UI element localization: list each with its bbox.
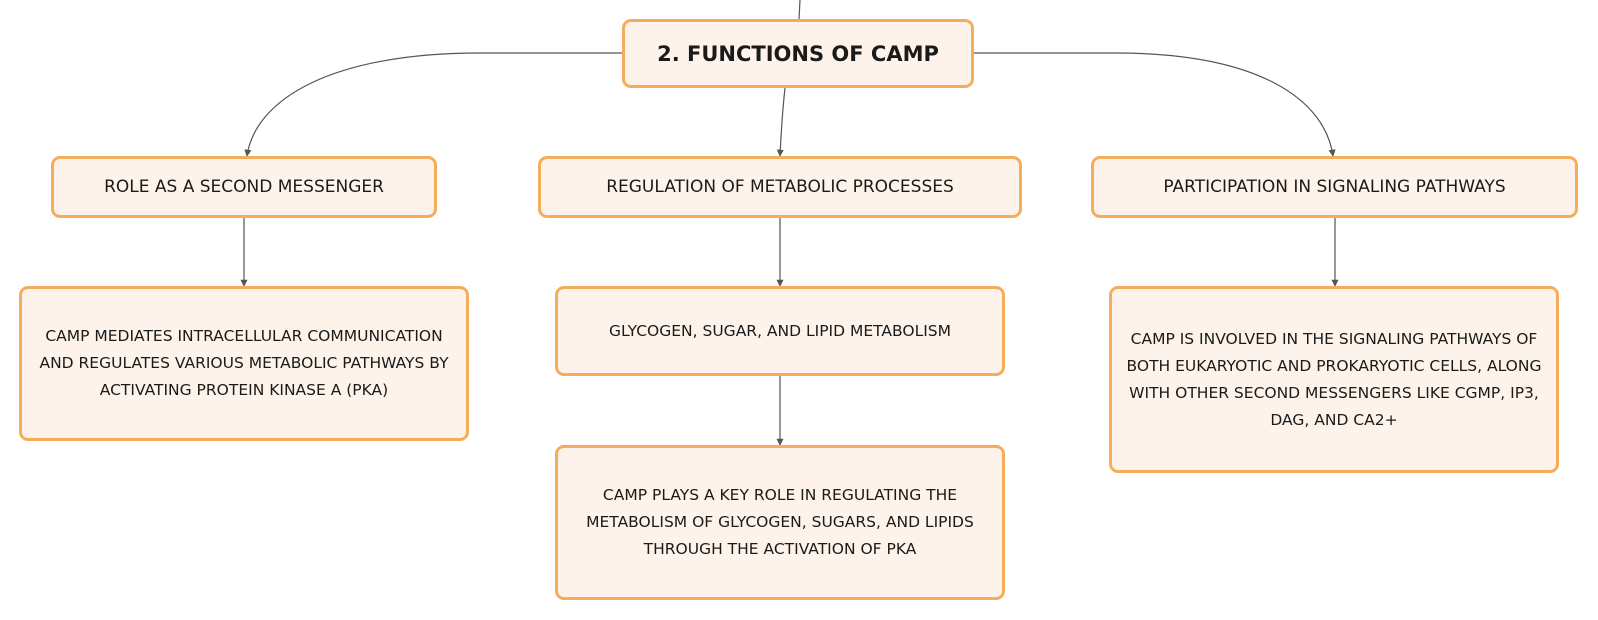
branch-node-signaling-pathways[interactable]: PARTICIPATION IN SIGNALING PATHWAYS bbox=[1091, 156, 1578, 218]
root-node[interactable]: 2. FUNCTIONS OF CAMP bbox=[622, 19, 974, 88]
leaf-node-signaling-description[interactable]: CAMP IS INVOLVED IN THE SIGNALING PATHWA… bbox=[1109, 286, 1559, 473]
leaf-node-text: CAMP PLAYS A KEY ROLE IN REGULATING THE … bbox=[586, 486, 974, 558]
branch-node-label: ROLE AS A SECOND MESSENGER bbox=[104, 177, 384, 197]
leaf-node-text: GLYCOGEN, SUGAR, AND LIPID METABOLISM bbox=[609, 321, 951, 340]
branch-node-metabolic-regulation[interactable]: REGULATION OF METABOLIC PROCESSES bbox=[538, 156, 1022, 218]
branch-node-second-messenger[interactable]: ROLE AS A SECOND MESSENGER bbox=[51, 156, 437, 218]
connector-incoming bbox=[798, 0, 801, 20]
connector-root-regulation bbox=[776, 87, 786, 157]
branch-node-label: PARTICIPATION IN SIGNALING PATHWAYS bbox=[1163, 177, 1506, 197]
leaf-node-text: CAMP MEDIATES INTRACELLULAR COMMUNICATIO… bbox=[39, 327, 449, 399]
root-node-label: 2. FUNCTIONS OF CAMP bbox=[657, 41, 939, 66]
leaf-node-second-messenger-description[interactable]: CAMP MEDIATES INTRACELLULAR COMMUNICATIO… bbox=[19, 286, 469, 441]
connector-root-participation bbox=[974, 52, 1336, 157]
leaf-node-metabolism-types[interactable]: GLYCOGEN, SUGAR, AND LIPID METABOLISM bbox=[555, 286, 1005, 376]
connector-root-role bbox=[244, 52, 622, 157]
leaf-node-metabolism-description[interactable]: CAMP PLAYS A KEY ROLE IN REGULATING THE … bbox=[555, 445, 1005, 600]
branch-node-label: REGULATION OF METABOLIC PROCESSES bbox=[606, 177, 954, 197]
leaf-node-text: CAMP IS INVOLVED IN THE SIGNALING PATHWA… bbox=[1126, 329, 1542, 429]
